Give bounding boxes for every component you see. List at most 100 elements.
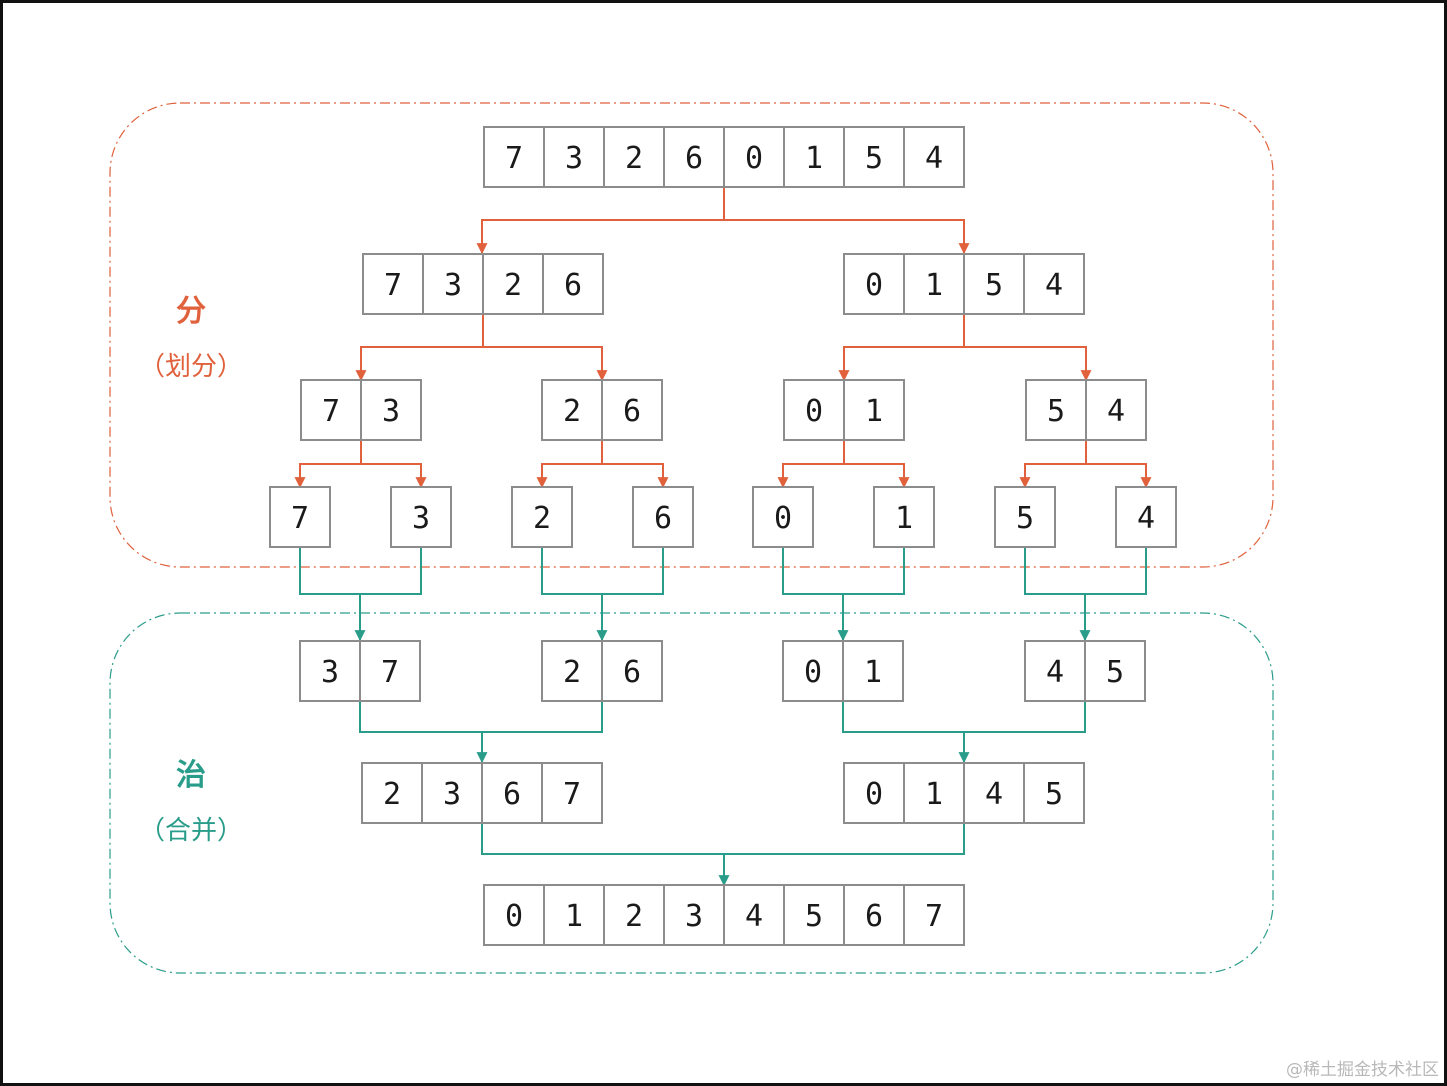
- array-cell-value: 7: [563, 777, 581, 812]
- array-cell: [601, 640, 663, 702]
- divide-connector: [1019, 440, 1087, 489]
- array-cell: [783, 884, 845, 946]
- divide-connector: [602, 463, 669, 489]
- array-cell: [873, 486, 935, 548]
- array-cell-value: 1: [565, 899, 583, 934]
- array-cell: [541, 379, 603, 441]
- array-cell: [1024, 640, 1086, 702]
- array-cell: [994, 486, 1056, 548]
- conquer-connector: [541, 547, 664, 595]
- array-cell-value: 4: [985, 777, 1003, 812]
- divide-connector: [361, 463, 427, 489]
- divide-region: [109, 102, 1274, 568]
- array-cell: [359, 640, 421, 702]
- array-cell: [843, 762, 905, 824]
- conquer-title: 治: [176, 758, 206, 793]
- array-cell-value: 2: [563, 394, 581, 429]
- divide-title: 分: [176, 294, 206, 329]
- array-cell-value: 2: [383, 777, 401, 812]
- array-cell: [842, 640, 904, 702]
- array-cell: [963, 253, 1025, 315]
- array-cell-value: 7: [381, 655, 399, 690]
- array-cell-value: 0: [805, 394, 823, 429]
- conquer-connector: [359, 701, 603, 733]
- array-cell: [783, 379, 845, 441]
- array-cell-value: 6: [623, 394, 641, 429]
- array-cell-value: 6: [564, 268, 582, 303]
- divide-connectors: [294, 187, 1152, 489]
- conquer-connectors: [299, 547, 1147, 887]
- divide-connector: [355, 314, 484, 382]
- array-leaf-8: 4: [1115, 486, 1177, 548]
- array-cell: [903, 253, 965, 315]
- array-cell: [1115, 486, 1177, 548]
- array-cell: [542, 253, 604, 315]
- array-cell-value: 2: [625, 141, 643, 176]
- array-split-l1-left: 7 3 2 6: [362, 253, 604, 315]
- conquer-connector: [1024, 547, 1147, 595]
- conquer-connector: [299, 547, 422, 595]
- array-cell-value: 4: [925, 141, 943, 176]
- array-cell-value: 5: [1045, 777, 1063, 812]
- array-cell: [843, 379, 905, 441]
- array-cell: [663, 126, 725, 188]
- array-cell: [843, 884, 905, 946]
- array-cell: [903, 884, 965, 946]
- array-cell-value: 7: [384, 268, 402, 303]
- array-cell-value: 0: [774, 501, 792, 536]
- divide-connector: [294, 440, 362, 489]
- array-cell-value: 2: [625, 899, 643, 934]
- array-cell-value: 6: [685, 141, 703, 176]
- divide-connector: [476, 187, 725, 255]
- conquer-region: [109, 612, 1274, 974]
- divide-connector: [777, 440, 845, 489]
- merge-sort-diagram: 分 （划分） 治 （合并）: [109, 102, 1274, 974]
- array-cell: [723, 884, 785, 946]
- watermark: @稀土掘金技术社区: [1286, 1060, 1439, 1080]
- array-cell-value: 7: [291, 501, 309, 536]
- array-cell-value: 1: [865, 394, 883, 429]
- array-cell-value: 3: [444, 268, 462, 303]
- array-cell-value: 5: [985, 268, 1003, 303]
- array-cell-value: 7: [505, 141, 523, 176]
- array-cell-value: 1: [895, 501, 913, 536]
- array-cell-value: 5: [865, 141, 883, 176]
- array-cell: [299, 640, 361, 702]
- array-cell: [752, 486, 814, 548]
- array-cell: [422, 253, 484, 315]
- array-cell-value: 1: [805, 141, 823, 176]
- array-cell-value: 2: [504, 268, 522, 303]
- array-cell: [903, 762, 965, 824]
- array-cell-value: 7: [925, 899, 943, 934]
- array-cell-value: 4: [745, 899, 763, 934]
- array-cell-value: 4: [1107, 394, 1125, 429]
- array-cell-value: 1: [925, 268, 943, 303]
- array-cell: [843, 126, 905, 188]
- array-cell-value: 6: [865, 899, 883, 934]
- array-cell-value: 0: [865, 777, 883, 812]
- array-cell-value: 6: [503, 777, 521, 812]
- array-cell-value: 0: [865, 268, 883, 303]
- divide-connector: [844, 463, 910, 489]
- array-cell-value: 4: [1046, 655, 1064, 690]
- array-cell-value: 3: [443, 777, 461, 812]
- array-leaf-6: 1: [873, 486, 935, 548]
- conquer-connector: [481, 823, 965, 855]
- conquer-connector: [842, 701, 1086, 733]
- conquer-connector: [782, 547, 905, 595]
- array-cell: [483, 126, 545, 188]
- array-leaf-3: 2: [511, 486, 573, 548]
- array-leaf-4: 6: [632, 486, 694, 548]
- array-leaf-5: 0: [752, 486, 814, 548]
- array-merge-l2-left: 2 3 6 7: [361, 762, 603, 824]
- array-cell: [632, 486, 694, 548]
